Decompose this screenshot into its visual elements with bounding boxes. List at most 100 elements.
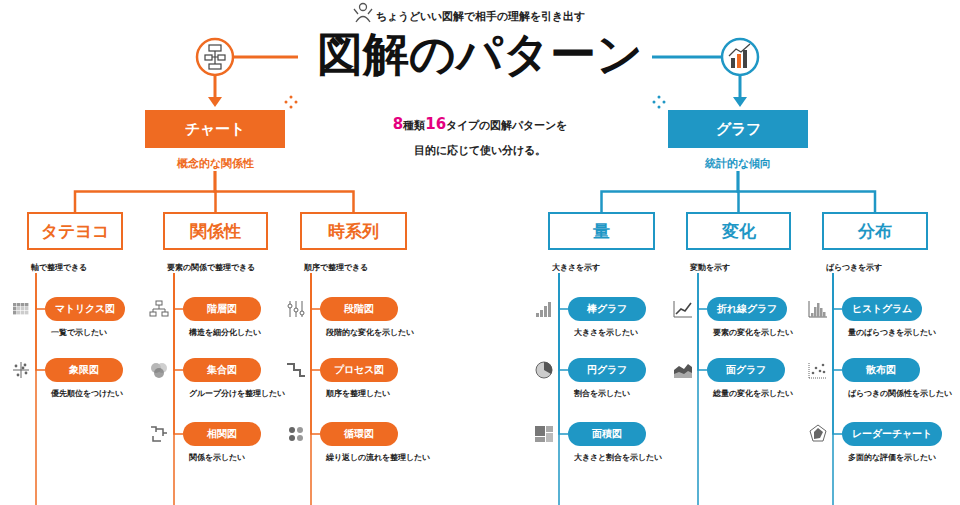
cell	[535, 437, 545, 442]
box	[162, 312, 168, 316]
pattern-pill: レーダーチャート多面的な評価を示したい	[842, 422, 942, 463]
pattern-name: 相関図	[183, 422, 261, 446]
linechart-icon	[674, 301, 692, 317]
dot	[17, 374, 20, 377]
tree-connector	[174, 273, 183, 434]
pie	[536, 362, 552, 378]
dot	[22, 367, 25, 370]
intro-row: 8種類16タイプの図解パターンを	[370, 114, 590, 133]
matrix-icon	[13, 303, 28, 314]
axes	[13, 362, 29, 378]
tree-connector	[698, 273, 707, 370]
intro-text: タイプの図解パターンを	[446, 119, 567, 132]
cell	[13, 303, 16, 306]
wedge	[544, 362, 552, 374]
quadrant-icon	[13, 362, 29, 378]
tagline-row: ちょうどいい図解で相手の理解を引き出す	[376, 5, 585, 24]
cell	[546, 433, 553, 442]
pattern-pill: 階層図構造を細分化したい	[183, 297, 261, 338]
dot	[289, 435, 295, 441]
tree-connector	[602, 171, 739, 212]
cell	[25, 303, 28, 306]
pattern-pill: 面積図大きさと割合を示したい	[568, 422, 662, 463]
scatter-icon	[809, 362, 827, 378]
bar	[814, 307, 817, 317]
pattern-note: 構造を細分化したい	[183, 327, 261, 338]
category-box: 量大きさを示す	[548, 212, 655, 273]
root-subtitle: 統計的な傾向	[668, 156, 808, 171]
person-body	[354, 9, 372, 22]
tree-connector	[559, 273, 568, 370]
pattern-note: グループ分けを整理したい	[183, 388, 285, 399]
tree-connector	[833, 273, 842, 309]
tree-connector	[833, 273, 842, 370]
title-line	[652, 56, 722, 59]
tree-connector	[174, 273, 183, 309]
tagline: ちょうどいい図解で相手の理解を引き出す	[376, 10, 585, 23]
dot	[297, 427, 303, 433]
cell	[17, 311, 20, 314]
category-box: 分布ばらつきを示す	[822, 212, 928, 273]
intro-text: 目的に応じて使い分ける。	[414, 144, 546, 157]
count-number: 8	[393, 115, 403, 133]
axes	[809, 301, 827, 317]
cell	[13, 311, 16, 314]
pattern-name: 循環図	[320, 422, 398, 446]
category-note: 大きさを示す	[548, 262, 655, 273]
category-heading: 変化	[686, 212, 791, 250]
root-heading: チャート	[145, 110, 285, 148]
bar	[548, 302, 551, 317]
root-box: チャート概念的な関係性	[145, 110, 285, 171]
cell	[535, 426, 545, 436]
tree-connector	[311, 273, 320, 370]
root-box: グラフ統計的な傾向	[668, 110, 808, 171]
pattern-note: 大きさと割合を示したい	[568, 452, 662, 463]
dot	[288, 304, 292, 308]
cell	[17, 303, 20, 306]
dot-diamond	[653, 96, 666, 109]
graph-icon-circle	[722, 39, 758, 75]
title-line	[233, 56, 298, 59]
cell	[17, 307, 20, 310]
arrow-shaft	[214, 75, 217, 99]
dot	[289, 427, 295, 433]
dot	[297, 435, 303, 441]
pattern-pill: 折れ線グラフ要素の変化を示したい	[707, 297, 793, 338]
stage-icon	[288, 301, 304, 317]
pattern-note: 大きさを示したい	[568, 327, 646, 338]
pattern-pill: マトリクス図一覧で示したい	[45, 297, 125, 338]
title: 図解のパターン	[300, 30, 660, 78]
pattern-pill: 循環図繰り返しの流れを整理したい	[320, 422, 430, 463]
line	[676, 303, 691, 314]
dot	[819, 370, 822, 373]
category-note: 軸で整理できる	[27, 262, 123, 273]
bar	[540, 310, 543, 317]
pattern-note: 関係を示したい	[183, 452, 261, 463]
pattern-note: 順序を整理したい	[320, 388, 398, 399]
pattern-note: 割合を示したい	[568, 388, 646, 399]
radar-icon	[810, 425, 826, 441]
bar	[811, 313, 814, 317]
bar	[823, 312, 826, 317]
pattern-pill: ヒストグラム量のばらつきを示したい	[842, 297, 936, 338]
pattern-note: 優先順位をつけたい	[45, 388, 123, 399]
category-heading: 時系列	[300, 212, 407, 250]
bar-icon	[536, 302, 551, 317]
dot	[25, 372, 28, 375]
cell	[25, 311, 28, 314]
dot	[823, 371, 826, 374]
person-icon	[354, 4, 372, 23]
tree-connector	[36, 273, 45, 370]
pattern-name: ヒストグラム	[842, 297, 922, 321]
pattern-note: 量のばらつきを示したい	[842, 327, 936, 338]
bar	[544, 306, 547, 317]
flow-icon	[205, 45, 225, 69]
tree-connector	[75, 171, 215, 212]
category-heading: 関係性	[163, 212, 268, 250]
branch	[153, 305, 165, 312]
category-heading: 量	[548, 212, 655, 250]
area	[674, 371, 692, 378]
category-box: 変化変動を示す	[686, 212, 791, 273]
bar	[536, 313, 539, 317]
